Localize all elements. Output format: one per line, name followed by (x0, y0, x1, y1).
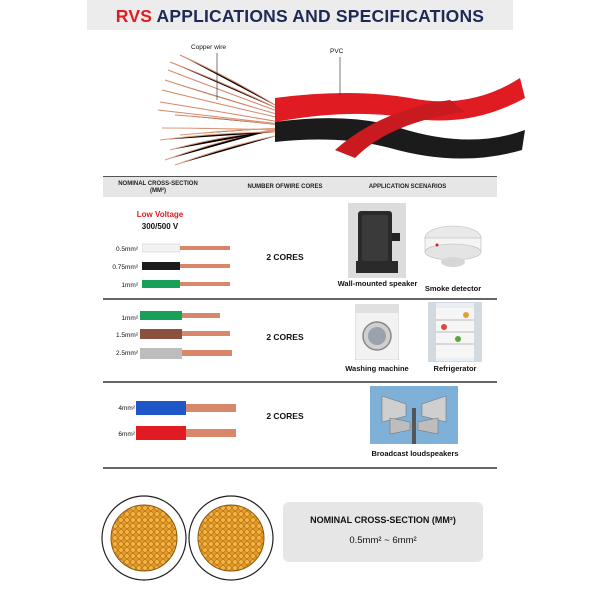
cable-photo (157, 53, 525, 166)
spec-box (283, 502, 483, 562)
title-rest: APPLICATIONS AND SPECIFICATIONS (152, 6, 485, 26)
wire-size-label: 4mm² (118, 405, 135, 412)
wire-samples-row-2 (140, 311, 232, 359)
row-separator (103, 467, 497, 469)
pvc-label: PVC (330, 48, 344, 55)
wire-size-label: 0.5mm² (115, 246, 138, 253)
copper-strands-top (157, 54, 281, 126)
speaker-icon (348, 203, 406, 278)
wire-size-label: 2.5mm² (115, 350, 138, 357)
app-caption: Washing machine (345, 364, 409, 373)
cores-count: 2 CORES (266, 252, 304, 262)
table-header-bar (103, 176, 497, 197)
title-rvs: RVS (115, 6, 153, 26)
app-caption: Broadcast loudspeakers (371, 449, 459, 458)
black-core-sheath (275, 118, 525, 159)
voltage-label: Low Voltage (136, 210, 184, 219)
cores-count: 2 CORES (266, 332, 304, 342)
col-header-cores: NUMBER OFWIRE CORES (247, 184, 323, 190)
wire-samples-row-3 (136, 401, 236, 440)
page-title: RVS APPLICATIONS AND SPECIFICATIONS (0, 6, 600, 27)
copper-strands-bottom (159, 127, 281, 166)
refrigerator-icon (428, 302, 482, 362)
app-caption: Wall-mounted speaker (337, 279, 418, 288)
loudspeakers-icon (370, 386, 458, 444)
spec-title: NOMINAL CROSS-SECTION (MM²) (310, 515, 456, 525)
twisted-red-segment (335, 100, 465, 158)
washing-machine-icon (355, 304, 399, 360)
wire-size-label: 6mm² (118, 431, 135, 438)
smoke-detector-icon (424, 225, 482, 267)
voltage-value: 300/500 V (141, 222, 179, 231)
row-separator (103, 298, 497, 300)
row-separator (103, 381, 497, 383)
col-header-cross-section: NOMINAL CROSS-SECTION (MM²) (118, 181, 198, 194)
cores-count: 2 CORES (266, 411, 304, 421)
wire-samples-row-1 (142, 243, 230, 288)
app-caption: Smoke detector (424, 284, 482, 293)
copper-wire-label: Copper wire (191, 44, 227, 51)
spec-value: 0.5mm² ~ 6mm² (349, 535, 417, 546)
app-caption: Refrigerator (433, 364, 477, 373)
wire-size-label: 1mm² (121, 315, 138, 322)
wire-size-label: 0.75mm² (112, 264, 138, 271)
col-header-applications: APPLICATION SCENARIOS (368, 184, 447, 190)
wire-size-label: 1mm² (121, 282, 138, 289)
wire-size-label: 1.5mm² (115, 332, 138, 339)
cross-section-illustration (101, 495, 274, 581)
title-banner (87, 0, 513, 30)
